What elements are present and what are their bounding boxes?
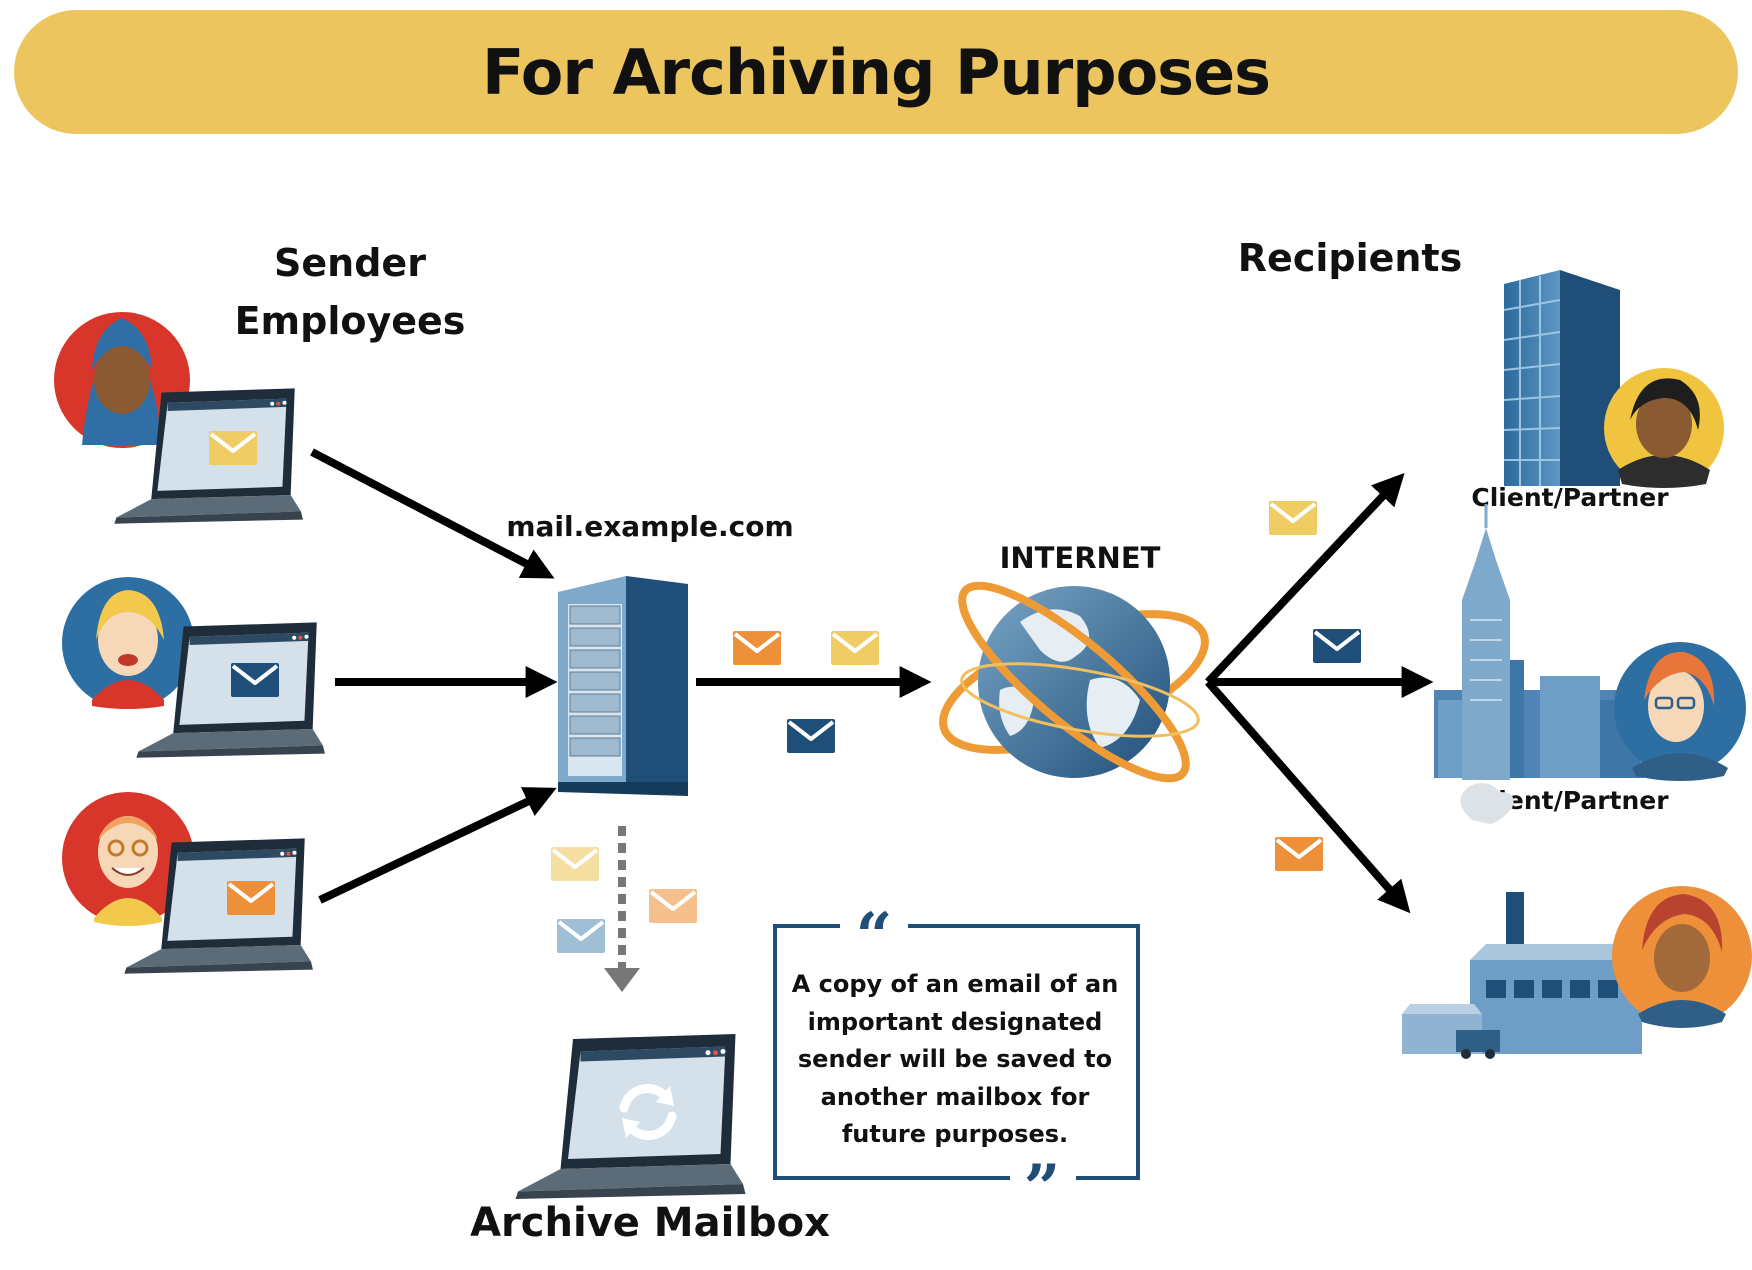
sender-employee-1 xyxy=(54,312,303,524)
envelope-icon xyxy=(648,888,698,924)
internet-label: INTERNET xyxy=(999,541,1161,575)
quote-line: future purposes. xyxy=(841,1120,1069,1148)
arrow-internet-to-recipient3 xyxy=(1204,679,1411,914)
envelope-icon xyxy=(786,718,836,754)
sender-employee-3 xyxy=(62,792,313,974)
envelope-icon xyxy=(732,630,782,666)
envelope-icon xyxy=(556,918,606,954)
recipient-2-avatar xyxy=(1614,642,1746,781)
recipients-label: Recipients xyxy=(1237,236,1463,280)
quote-text: A copy of an email of an important desig… xyxy=(790,966,1120,1154)
envelope-icon xyxy=(1312,628,1362,664)
internet-globe-icon xyxy=(939,581,1209,783)
diagram-title: For Archiving Purposes xyxy=(481,35,1271,109)
envelope-icon xyxy=(830,630,880,666)
envelope-icon xyxy=(208,430,258,466)
client-partner-label-1: Client/Partner xyxy=(1471,483,1669,512)
open-quote-icon: “ xyxy=(856,899,893,974)
factory-icon xyxy=(1402,783,1642,1059)
sender-employees-label: Sender Employees xyxy=(210,234,490,350)
close-quote-icon: ” xyxy=(1024,1151,1061,1226)
archive-mailbox-label: Archive Mailbox xyxy=(470,1200,830,1246)
arrow-internet-to-recipient1 xyxy=(1205,473,1405,685)
quote-line: another mailbox for xyxy=(820,1082,1090,1111)
arrow-sender1-to-server xyxy=(310,448,555,579)
archive-laptop-icon xyxy=(515,1034,746,1199)
arrow-sender3-to-server xyxy=(318,787,557,904)
recipient-1-avatar xyxy=(1604,368,1724,488)
title-banner: For Archiving Purposes xyxy=(14,10,1738,134)
office-building-icon xyxy=(1503,270,1620,486)
quote-line: important designated xyxy=(807,1007,1103,1036)
envelope-icon xyxy=(226,880,276,916)
city-skyline-icon xyxy=(1434,504,1644,780)
quote-box: “ ” xyxy=(773,899,1140,1226)
archive-arrowhead xyxy=(604,968,640,992)
envelope-icon xyxy=(1274,836,1324,872)
mail-server-label: mail.example.com xyxy=(506,510,794,543)
envelope-icon xyxy=(550,846,600,882)
envelope-icon xyxy=(230,662,280,698)
quote-line: A copy of an email of an xyxy=(791,970,1119,998)
sender-employee-2 xyxy=(62,577,325,758)
envelope-icon xyxy=(1268,500,1318,536)
quote-line: sender will be saved to xyxy=(797,1045,1113,1073)
sync-icon xyxy=(619,1084,677,1140)
recipient-3-avatar xyxy=(1612,886,1752,1028)
mail-server-icon xyxy=(558,576,688,796)
sender-label-line2: Employees xyxy=(234,299,466,343)
sender-label-line1: Sender xyxy=(274,241,426,285)
